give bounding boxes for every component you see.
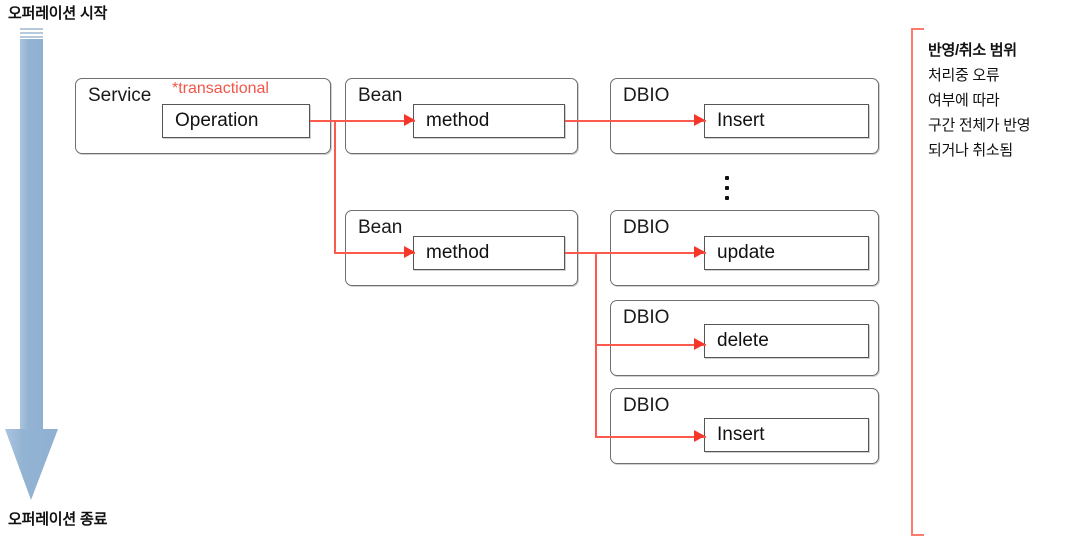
connector-operation-out [310, 120, 415, 122]
dbio-operation-box-2-label: update [717, 242, 776, 263]
scope-annotation-line-1: 반영/취소 범위 [928, 42, 1017, 59]
dbio-operation-box-2[interactable]: update [704, 236, 869, 270]
scope-annotation-line-2: 처리중 오류 [928, 67, 1000, 84]
operation-timeline-arrow [0, 28, 62, 506]
bean-method-box-2-label: method [426, 242, 490, 263]
dbio-box-3-label: DBIO [623, 307, 670, 328]
dbio-operation-box-3[interactable]: delete [704, 324, 869, 358]
dbio-box-1-label: DBIO [623, 85, 670, 106]
bean-method-box-1[interactable]: method [413, 104, 565, 138]
connector-operation-down [334, 120, 336, 254]
connector-to-dbio-delete [595, 344, 706, 346]
connector-method-2-out [565, 252, 706, 254]
connector-to-bean-2 [334, 252, 415, 254]
connector-arrowhead-dbio-insert [694, 430, 705, 442]
timeline-start-label: 오퍼레이션 시작 [8, 5, 108, 22]
scope-annotation-line-5: 되거나 취소됨 [928, 142, 1013, 159]
scope-annotation-line-4: 구간 전체가 반영 [928, 117, 1031, 134]
connector-to-dbio-insert [595, 436, 706, 438]
connector-arrowhead-bean-2 [404, 246, 415, 258]
bean-method-box-1-label: method [426, 110, 490, 131]
transactional-note-label: *transactional [172, 80, 269, 97]
bean-box-2-label: Bean [358, 217, 403, 238]
dbio-box-4-label: DBIO [623, 395, 670, 416]
connector-arrowhead-dbio-1 [694, 114, 705, 126]
operation-box[interactable]: Operation [162, 104, 310, 138]
connector-arrowhead-dbio-update [694, 246, 705, 258]
vertical-ellipsis-icon [721, 170, 733, 204]
connector-arrowhead-bean-1 [404, 114, 415, 126]
dbio-operation-box-1-label: Insert [717, 110, 765, 131]
scope-annotation-line-3: 여부에 따라 [928, 92, 1000, 109]
connector-arrowhead-dbio-delete [694, 338, 705, 350]
dbio-operation-box-3-label: delete [717, 330, 769, 351]
dbio-operation-box-1[interactable]: Insert [704, 104, 869, 138]
operation-box-label: Operation [175, 110, 259, 131]
service-box-label: Service [88, 85, 152, 106]
dbio-operation-box-4[interactable]: Insert [704, 418, 869, 452]
dbio-operation-box-4-label: Insert [717, 424, 765, 445]
scope-annotation: 반영/취소 범위 처리중 오류 여부에 따라 구간 전체가 반영 되거나 취소됨 [928, 38, 1078, 163]
connector-method-1-out [565, 120, 706, 122]
dbio-box-2-label: DBIO [623, 217, 670, 238]
scope-bracket [903, 28, 927, 536]
bean-method-box-2[interactable]: method [413, 236, 565, 270]
timeline-end-label: 오퍼레이션 종료 [8, 511, 108, 528]
bean-box-1-label: Bean [358, 85, 403, 106]
